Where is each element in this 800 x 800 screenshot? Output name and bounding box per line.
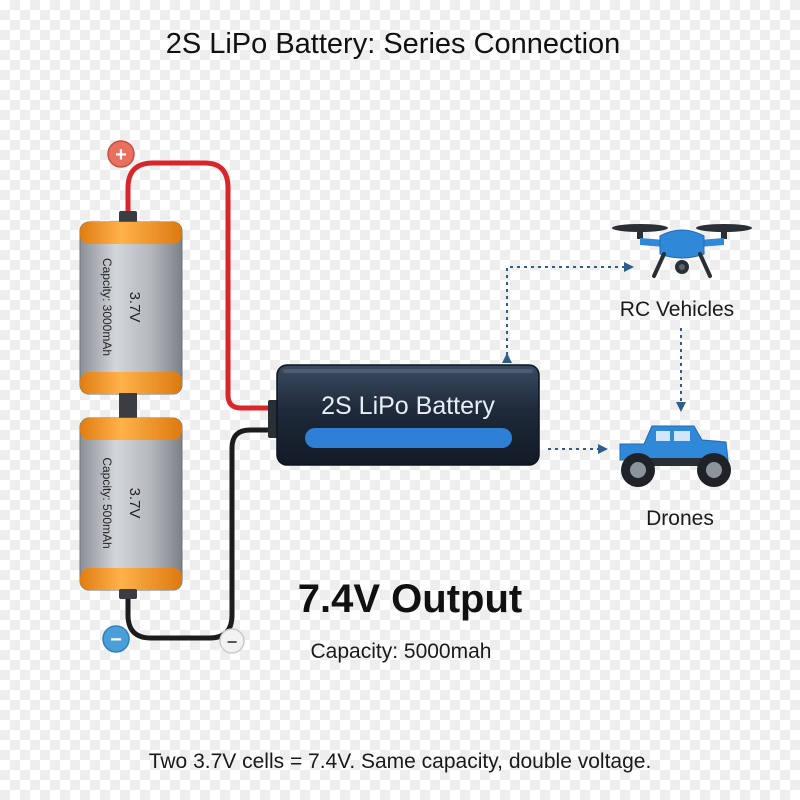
truck-icon — [619, 425, 731, 487]
cell-2-voltage: 3.7V — [126, 488, 143, 519]
negative-sign: − — [110, 629, 122, 651]
positive-wire — [125, 160, 283, 411]
drone-icon — [612, 224, 752, 278]
output-capacity: Capacity: 5000mah — [311, 640, 492, 663]
drones-label: Drones — [646, 507, 714, 530]
positive-terminal: + — [107, 140, 135, 168]
arrow-to-rc-vehicles — [502, 262, 634, 363]
battery-negative-sign: − — [227, 632, 238, 652]
footer-note: Two 3.7V cells = 7.4V. Same capacity, do… — [149, 750, 652, 773]
battery-pack-label: 2S LiPo Battery — [321, 392, 495, 420]
cell-connector — [119, 393, 137, 420]
cell-2: 3.7V Capcity: 500mAh — [79, 417, 183, 599]
cell-1: 3.7V Capcity: 3000mAh — [79, 211, 183, 395]
cell-2-capacity: Capcity: 500mAh — [100, 457, 114, 548]
negative-terminal: − — [102, 625, 130, 653]
positive-sign: + — [115, 144, 127, 166]
rc-vehicles-label: RC Vehicles — [620, 298, 734, 321]
battery-pack-stripe — [305, 428, 512, 448]
battery-negative-terminal: − — [219, 628, 245, 654]
output-voltage: 7.4V Output — [298, 577, 522, 621]
cell-1-capacity: Capcity: 3000mAh — [100, 258, 114, 356]
cell-1-voltage: 3.7V — [126, 292, 143, 323]
battery-pack: 2S LiPo Battery — [268, 364, 540, 466]
diagram-title: 2S LiPo Battery: Series Connection — [166, 28, 621, 60]
